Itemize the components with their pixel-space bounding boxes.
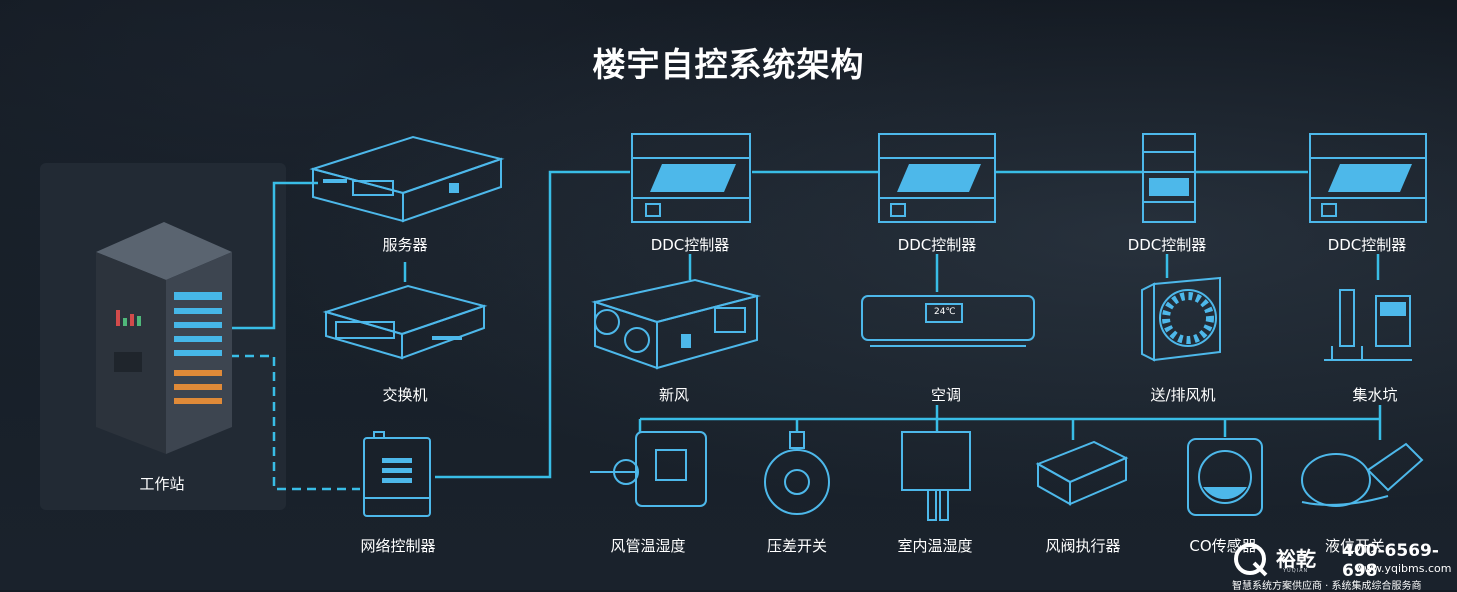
ac-temperature-display: 24℃ <box>934 307 956 317</box>
link-workstation-server <box>230 181 318 330</box>
workstation-label: 工作站 <box>139 475 185 493</box>
network-controller-icon <box>363 431 431 517</box>
air-conditioner-icon <box>861 295 1035 347</box>
pressure-switch-icon <box>764 431 830 515</box>
logo-block <box>1228 537 1457 590</box>
server-icon <box>309 135 505 223</box>
link-workstation-netctrl <box>230 354 360 491</box>
damper-actuator-label: 风阀执行器 <box>1045 537 1121 555</box>
sump-pit-label: 集水坑 <box>1352 386 1398 404</box>
link-netctrl-ddcbus <box>435 170 630 479</box>
server-label: 服务器 <box>382 236 428 254</box>
duct-sensor-icon <box>590 431 707 507</box>
sump-pump-icon <box>1324 289 1412 361</box>
level-switch-icon <box>1301 442 1424 507</box>
pressure-switch-label: 压差开关 <box>766 537 828 555</box>
fresh-air-label: 新风 <box>658 386 690 404</box>
logo-sub: YUQIAN <box>1283 568 1309 574</box>
switch-label: 交换机 <box>382 386 428 404</box>
fan-label: 送/排风机 <box>1150 386 1216 404</box>
ac-label: 空调 <box>930 386 962 404</box>
switch-icon <box>322 284 488 360</box>
room-sensor-label: 室内温湿度 <box>897 537 973 555</box>
exhaust-fan-icon <box>1141 276 1221 362</box>
ddc-label-2: DDC控制器 <box>897 236 977 254</box>
ddc-controller-icon-1 <box>631 133 751 223</box>
network-controller-label: 网络控制器 <box>360 537 436 555</box>
damper-actuator-icon <box>1035 440 1129 506</box>
ddc-label-4: DDC控制器 <box>1327 236 1407 254</box>
logo-website: www.yqibms.com <box>1355 562 1452 575</box>
co-sensor-icon <box>1187 438 1263 516</box>
room-sensor-icon <box>901 431 971 521</box>
ddc-controller-icon-4 <box>1309 133 1427 223</box>
page-title: 楼宇自控系统架构 <box>592 45 865 84</box>
ddc-label-3: DDC控制器 <box>1127 236 1207 254</box>
ddc-controller-icon-3 <box>1142 133 1196 223</box>
level-switch-label: 液位开关 <box>1324 537 1386 555</box>
ddc-controller-icon-2 <box>878 133 996 223</box>
logo-phone: 400-6569-698 <box>1342 541 1439 581</box>
server-rack-icon <box>96 222 232 454</box>
fresh-air-unit-icon <box>591 278 761 370</box>
logo-name: 裕乾 <box>1276 547 1316 571</box>
logo-icon <box>1234 543 1268 577</box>
duct-sensor-label: 风管温湿度 <box>610 537 686 555</box>
ddc-label-1: DDC控制器 <box>650 236 730 254</box>
logo-slogan: 智慧系统方案供应商 · 系统集成综合服务商 <box>1232 581 1422 592</box>
